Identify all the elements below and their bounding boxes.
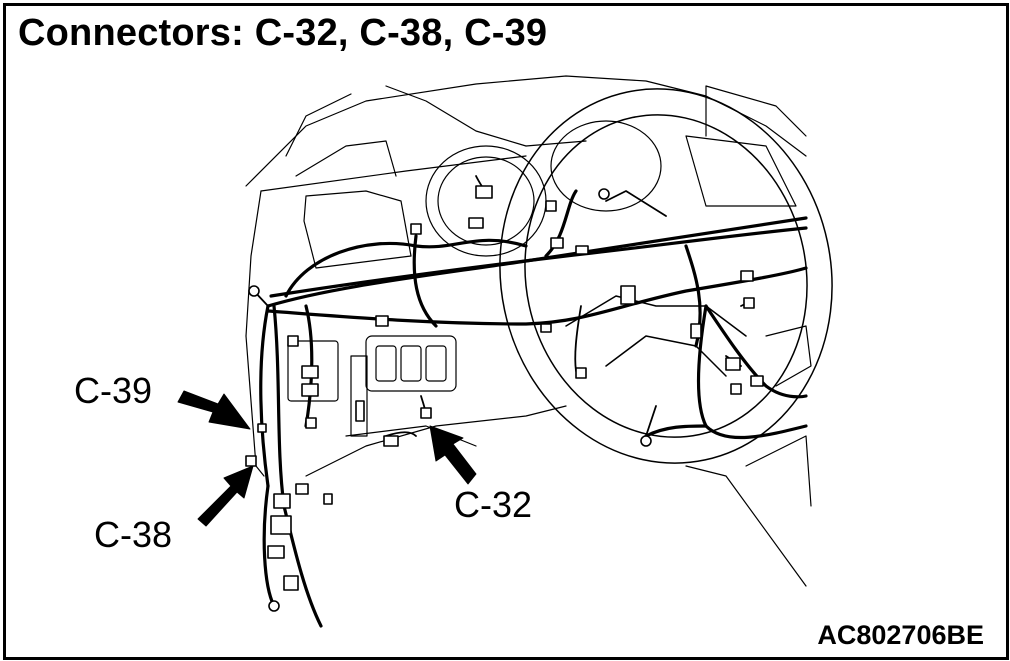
arrow-c38 bbox=[197, 465, 254, 527]
dashboard-wiring-drawing bbox=[177, 75, 833, 628]
figure-code: AC802706BE bbox=[817, 620, 984, 650]
steering-wheel bbox=[499, 88, 833, 464]
arrow-c32 bbox=[429, 425, 477, 485]
wiring-harness bbox=[259, 189, 808, 628]
callout-arrows bbox=[177, 390, 477, 527]
diagram-title: Connectors: C-32, C-38, C-39 bbox=[18, 12, 548, 54]
callout-c38: C-38 bbox=[94, 514, 173, 555]
diagram-frame: Connectors: C-32, C-38, C-39 bbox=[3, 3, 1009, 660]
callout-c32: C-32 bbox=[454, 484, 533, 525]
callout-c39: C-39 bbox=[74, 370, 153, 411]
connectors bbox=[245, 185, 764, 612]
arrow-c39 bbox=[177, 390, 251, 430]
